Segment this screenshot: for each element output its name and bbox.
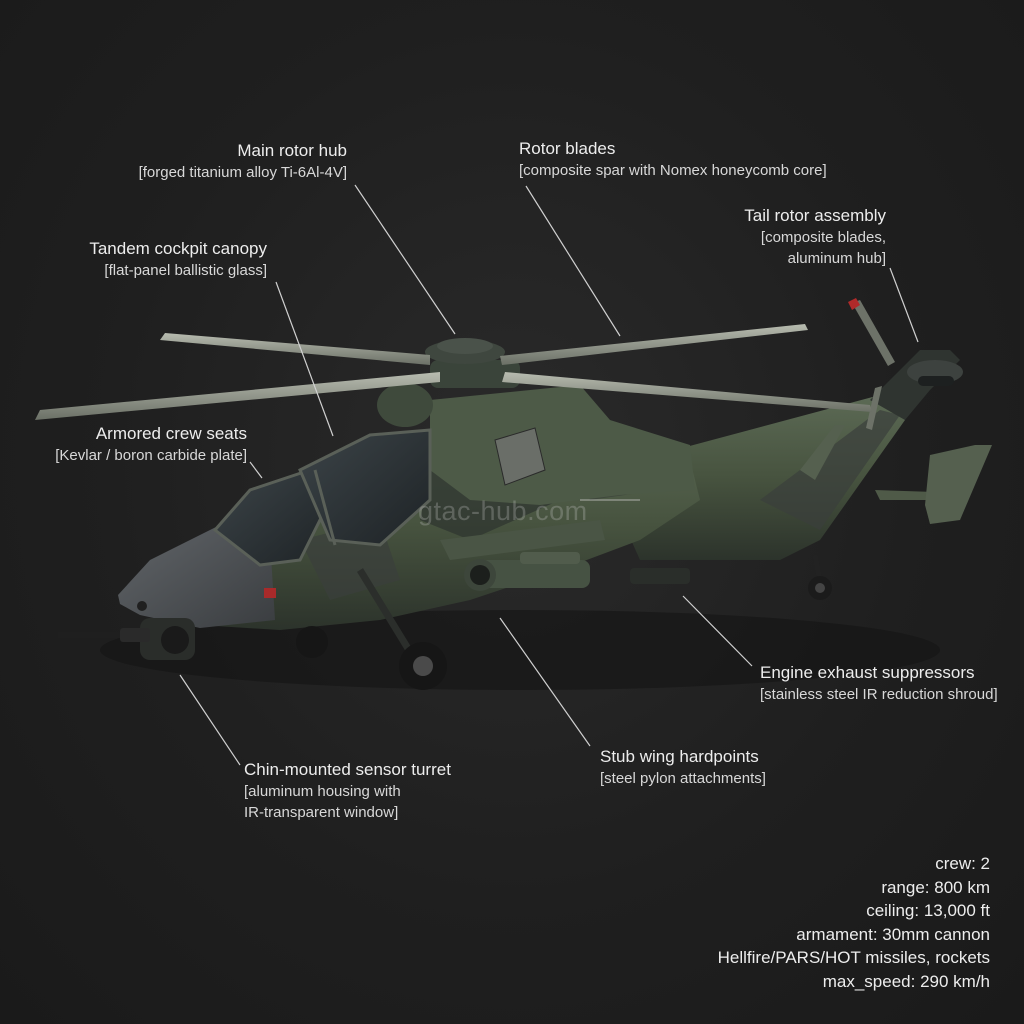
spec-armament-line2: Hellfire/PARS/HOT missiles, rockets (717, 948, 990, 967)
callout-material: [composite spar with Nomex honeycomb cor… (519, 162, 827, 179)
callout-title: Armored crew seats (95, 424, 247, 443)
callout-exhaust: Engine exhaust suppressors [stainless st… (760, 662, 998, 705)
callout-title: Tandem cockpit canopy (89, 239, 267, 258)
callout-sensor-turret: Chin-mounted sensor turret [aluminum hou… (244, 759, 451, 823)
callout-title: Chin-mounted sensor turret (244, 760, 451, 779)
callout-title: Stub wing hardpoints (600, 747, 759, 766)
main-rotor-hub (425, 338, 520, 388)
callout-title: Main rotor hub (237, 141, 347, 160)
callout-cockpit-canopy: Tandem cockpit canopy [flat-panel ballis… (89, 238, 267, 281)
callout-title: Tail rotor assembly (744, 206, 886, 225)
cockpit-canopy (212, 428, 432, 567)
main-rotor-blades (35, 324, 872, 420)
callout-material: [flat-panel ballistic glass] (104, 262, 267, 279)
leader-line-sensor-turret (179, 674, 241, 766)
callout-material: [Kevlar / boron carbide plate] (55, 447, 247, 464)
callout-title: Rotor blades (519, 139, 616, 158)
callout-tail-rotor: Tail rotor assembly [composite blades, a… (744, 205, 886, 269)
callout-material-line1: [composite blades, (760, 229, 886, 246)
spec-crew: crew: 2 (935, 854, 990, 873)
callout-stub-wing: Stub wing hardpoints [steel pylon attach… (600, 746, 766, 789)
callout-material-line2: aluminum hub] (787, 250, 886, 267)
spec-armament-line1: armament: 30mm cannon (796, 924, 990, 944)
leader-line-cockpit-canopy (275, 281, 334, 437)
tail-wheel (808, 554, 832, 600)
spec-ceiling: ceiling: 13,000 ft (866, 901, 990, 920)
callout-title: Engine exhaust suppressors (760, 663, 975, 682)
leader-line-exhaust (682, 595, 753, 667)
leader-line-main-rotor-hub (354, 184, 456, 335)
callout-crew-seats: Armored crew seats [Kevlar / boron carbi… (55, 423, 247, 466)
horizontal-stabilizer (800, 425, 992, 524)
leader-line-rotor-blades (525, 185, 621, 337)
spec-max-speed: max_speed: 290 km/h (822, 971, 990, 991)
main-landing-gear (296, 568, 447, 690)
callout-material: [steel pylon attachments] (600, 770, 766, 787)
callout-material: [forged titanium alloy Ti-6Al-4V] (138, 164, 347, 181)
leader-line-tail-rotor (889, 267, 919, 343)
cannon (58, 628, 150, 642)
watermark: gtac-hub.com (418, 496, 588, 526)
tail-fin (870, 350, 963, 420)
engine-exhaust (630, 568, 690, 584)
engine-nacelle (377, 383, 695, 505)
callout-main-rotor-hub: Main rotor hub [forged titanium alloy Ti… (139, 140, 347, 183)
callout-material-line1: [aluminum housing with (244, 783, 401, 800)
spec-list: crew: 2 range: 800 km ceiling: 13,000 ft… (718, 852, 990, 993)
callout-material: [stainless steel IR reduction shroud] (760, 686, 998, 703)
callout-material-line2: IR-transparent window] (244, 804, 399, 821)
leader-line-stub-wing (499, 617, 591, 747)
spec-range: range: 800 km (881, 877, 990, 897)
chin-turret (140, 618, 195, 660)
tail-rotor-blades (848, 298, 895, 430)
callout-rotor-blades: Rotor blades [composite spar with Nomex … (519, 138, 827, 181)
stub-wing (440, 520, 605, 591)
leader-line-crew-seats (249, 461, 263, 479)
